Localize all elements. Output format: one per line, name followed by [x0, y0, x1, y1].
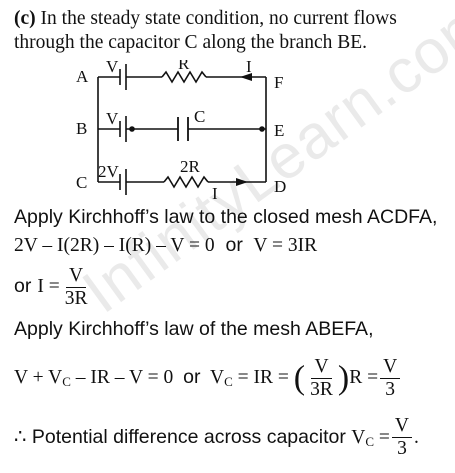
step-kirchhoff-abefa: Apply Kirchhoff’s law of the mesh ABEFA, [14, 318, 373, 340]
intro-line-1: (c) In the steady state condition, no cu… [14, 8, 397, 30]
eq3-part1: V + V [14, 367, 63, 388]
eq3-vc-sub: C [224, 374, 233, 389]
eq1-or: or [225, 234, 243, 256]
label-2v: 2V [98, 162, 120, 181]
eq2-den: 3R [64, 288, 88, 310]
eq1-rhs: V = 3IR [253, 235, 318, 256]
current-arrow-top [240, 73, 252, 81]
battery-top [119, 64, 127, 90]
label-v-mid: V [106, 109, 119, 128]
eq3-num: V [311, 357, 332, 380]
label-2r: 2R [180, 157, 201, 176]
conclusion-end: . [413, 427, 419, 448]
battery-bottom [119, 169, 127, 195]
label-cap-c: C [194, 107, 205, 126]
current-arrow-bottom [236, 178, 248, 186]
conclusion-eq: = [374, 427, 390, 448]
intro-text-1: In the steady state condition, no curren… [35, 8, 397, 29]
therefore-symbol: ∴ [14, 427, 27, 448]
eq3-num2: V [380, 357, 401, 380]
resistor-r [161, 70, 207, 84]
conclusion-vc-sub: C [365, 434, 375, 449]
intro-line-2: through the capacitor C along the branch… [14, 32, 367, 54]
eq3-den2: 3 [385, 379, 396, 401]
equation-1: 2V – I(2R) – I(R) – V = 0 or V = 3IR [14, 234, 317, 257]
conclusion: ∴ Potential difference across capacitor … [14, 414, 419, 465]
eq3-eq: = IR = [232, 367, 294, 388]
resistor-2r [163, 175, 209, 189]
eq2-num: V [66, 266, 87, 289]
battery-middle [119, 116, 127, 142]
eq3-or: or [183, 366, 201, 388]
label-i-top: I [246, 60, 252, 76]
circuit-diagram: A B C F E D V V 2V R 2R C I I [76, 60, 286, 200]
node-dot-right [259, 126, 265, 132]
intro-text-2: through the capacitor C along the branch… [14, 32, 368, 53]
eq2-or: or [14, 275, 32, 297]
eq1-lhs: 2V – I(2R) – I(R) – V = 0 [14, 235, 215, 256]
step-kirchhoff-acdfa: Apply Kirchhoff’s law to the closed mesh… [14, 206, 437, 228]
conclusion-text: Potential difference across capacitor [26, 426, 352, 448]
eq3-den: 3R [310, 379, 333, 401]
label-e: E [274, 121, 284, 140]
label-d: D [274, 177, 286, 196]
conclusion-den: 3 [397, 438, 407, 460]
label-f: F [274, 73, 283, 92]
eq3-vc: V [210, 367, 225, 388]
label-r: R [178, 60, 190, 73]
eq3-sub: C [62, 374, 71, 389]
label-v-top: V [106, 60, 119, 76]
part-label: (c) [14, 8, 36, 29]
eq3-part2: – IR – V = 0 [70, 367, 174, 388]
conclusion-num: V [391, 416, 412, 439]
label-b: B [76, 119, 87, 138]
kirchhoff-acdfa-text: Apply Kirchhoff’s law to the closed mesh… [14, 206, 438, 228]
kirchhoff-abefa-text: Apply Kirchhoff’s law of the mesh ABEFA, [14, 318, 374, 340]
capacitor-c [177, 117, 189, 141]
node-dot-left [129, 126, 135, 132]
label-c: C [76, 173, 87, 192]
eq3-r: R = [349, 367, 379, 388]
label-a: A [76, 67, 89, 86]
label-i-bottom: I [212, 184, 218, 200]
eq2-lhs: I = [37, 276, 60, 297]
conclusion-vc: V [351, 427, 366, 448]
